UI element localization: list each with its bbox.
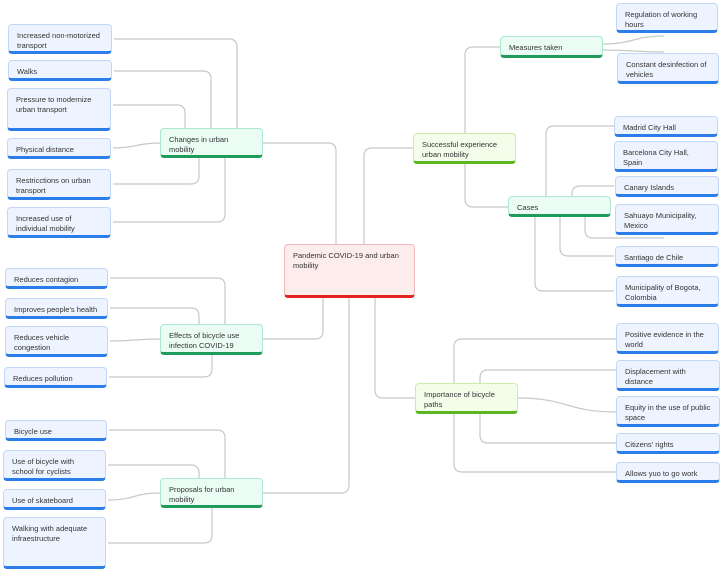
connector-line	[479, 369, 616, 383]
leaf-node[interactable]: Pressure to modernize urban transport	[7, 88, 111, 131]
node-successful-experience[interactable]: Successful experience urban mobility	[413, 133, 516, 164]
connector-line	[559, 217, 614, 257]
leaf-node[interactable]: Reduces contagion	[5, 268, 108, 289]
leaf-node[interactable]: Equity in the use of public space	[616, 396, 720, 427]
connector-line	[464, 46, 500, 133]
leaf-node[interactable]: Sahuayo Municipality, Mexico	[615, 204, 719, 235]
connector-line	[112, 142, 161, 149]
connector-line	[109, 338, 161, 342]
node-proposals-urban-mobility[interactable]: Proposals for urban mobility	[160, 478, 263, 508]
connector-line	[109, 355, 213, 378]
leaf-node[interactable]: Allows yuo to go work	[616, 462, 720, 483]
leaf-node[interactable]: Santiago de Chile	[615, 246, 719, 267]
leaf-node[interactable]: Increased use of individual mobility	[7, 207, 111, 238]
connector-line	[113, 104, 186, 128]
leaf-node[interactable]: Use of skateboard	[3, 489, 106, 510]
node-cases[interactable]: Cases	[508, 196, 611, 217]
leaf-node[interactable]: Walking with adequate infraestructure	[3, 517, 106, 569]
connector-line	[114, 38, 238, 128]
leaf-node[interactable]: Constant desinfection of vehicles	[617, 53, 719, 84]
node-changes-urban-mobility[interactable]: Changes in urban mobility	[160, 128, 263, 158]
connector-line	[110, 307, 200, 324]
leaf-node[interactable]: Walks	[8, 60, 112, 81]
node-measures-taken[interactable]: Measures taken	[500, 36, 603, 58]
leaf-node[interactable]: Improves people's health	[5, 298, 108, 319]
leaf-node[interactable]: Restricctions on urban transport	[7, 169, 111, 200]
leaf-node[interactable]: Reduces pollution	[4, 367, 107, 388]
connector-line	[534, 217, 614, 292]
connector-line	[479, 414, 616, 444]
connector-line	[374, 298, 415, 399]
connector-line	[263, 142, 337, 244]
connector-line	[453, 338, 616, 383]
leaf-node[interactable]: Municipality of Bogota, Colombia	[616, 276, 719, 307]
leaf-node[interactable]: Citizens' rights	[616, 433, 720, 454]
leaf-node[interactable]: Canary Islands	[615, 176, 719, 197]
connector-line	[584, 217, 664, 239]
node-importance-bicycle-paths[interactable]: Importance of bicycle paths	[415, 383, 518, 414]
connector-line	[363, 147, 413, 244]
leaf-node[interactable]: Bicycle use	[5, 420, 107, 441]
connector-line	[108, 508, 213, 544]
connector-line	[107, 492, 161, 501]
leaf-node[interactable]: Madrid City Hall	[614, 116, 718, 137]
connector-line	[464, 164, 508, 208]
connector-line	[113, 158, 226, 223]
connector-line	[113, 158, 200, 185]
leaf-node[interactable]: Increased non-motorized transport	[8, 24, 112, 54]
leaf-node[interactable]: Use of bicycle with school for cyclists	[3, 450, 106, 481]
connector-line	[453, 414, 616, 473]
connector-line	[263, 298, 350, 494]
connector-line	[602, 49, 665, 53]
leaf-node[interactable]: Positive evidence in the world	[616, 323, 719, 354]
connector-line	[571, 185, 614, 196]
leaf-node[interactable]: Barcelona City Hall, Spain	[614, 141, 718, 172]
root-node[interactable]: Pandemic COVID-19 and urban mobility	[284, 244, 415, 298]
connector-line	[108, 464, 200, 478]
connector-line	[545, 125, 614, 196]
connector-line	[517, 397, 617, 413]
connector-line	[263, 298, 324, 340]
leaf-node[interactable]: Regulation of working hours	[616, 3, 718, 33]
connector-line	[114, 70, 212, 128]
leaf-node[interactable]: Reduces vehicle congestion	[5, 326, 108, 357]
connector-line	[110, 277, 226, 324]
leaf-node[interactable]: Displacement with distance	[616, 360, 720, 391]
node-effects-bicycle-use[interactable]: Effects of bicycle use infection COVID-1…	[160, 324, 263, 355]
connector-line	[602, 35, 665, 45]
connector-line	[109, 429, 226, 478]
leaf-node[interactable]: Physical distance	[7, 138, 111, 159]
